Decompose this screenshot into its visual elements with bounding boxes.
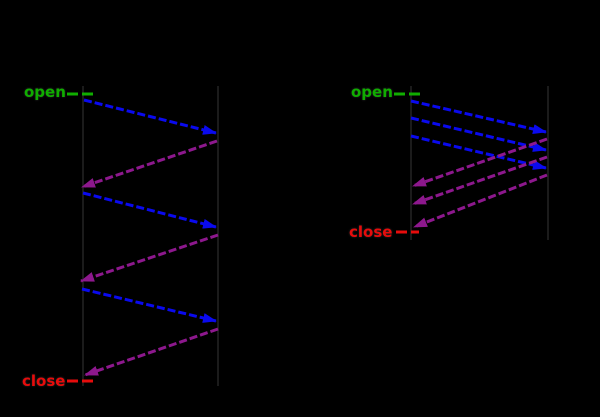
- request-arrow: [410, 134, 547, 170]
- request-arrow: [83, 98, 217, 135]
- close-label-pipelined: close: [349, 223, 393, 241]
- label-pointer-layer: [67, 92, 421, 383]
- request-arrow: [81, 287, 217, 323]
- timelines-layer: [82, 86, 549, 386]
- response-arrow: [81, 139, 218, 189]
- response-arrow: [413, 173, 548, 229]
- arrows-layer: [80, 98, 548, 377]
- response-arrow: [84, 327, 219, 377]
- response-arrow: [412, 137, 548, 188]
- open-label-pipelined: open: [351, 83, 393, 101]
- request-arrow: [410, 99, 547, 134]
- open-label-sequential: open: [24, 83, 66, 101]
- response-arrow: [412, 155, 548, 206]
- close-label-sequential: close: [22, 372, 66, 390]
- response-arrow: [80, 233, 219, 283]
- request-arrow: [410, 116, 547, 152]
- request-arrow: [82, 191, 217, 229]
